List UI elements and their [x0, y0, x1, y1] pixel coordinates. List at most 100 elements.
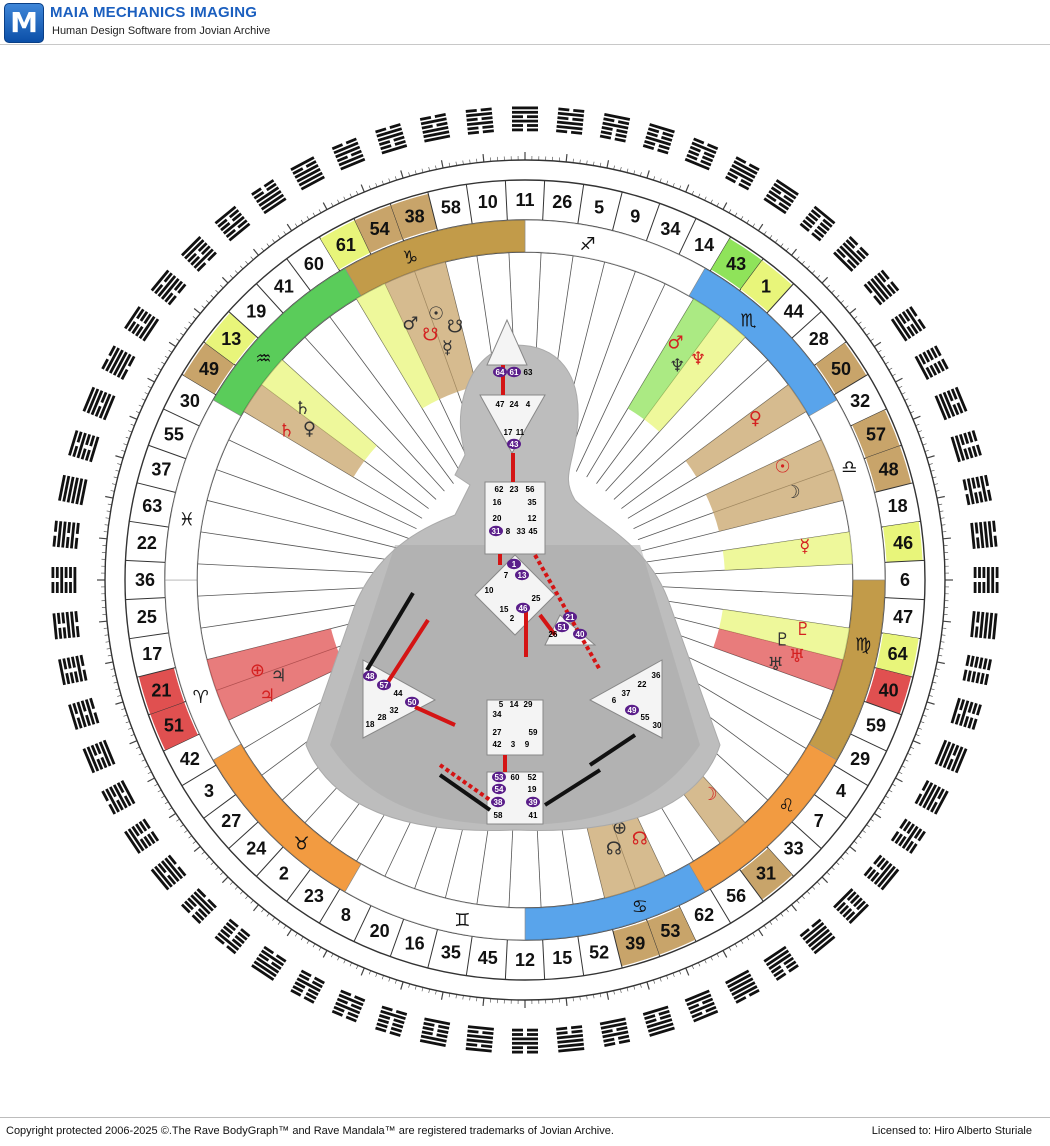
- gate-number: 34: [660, 219, 680, 239]
- bodygraph-gate-number: 21: [566, 613, 575, 622]
- tick-mark: [442, 992, 444, 1000]
- hexagram-icon: [891, 818, 926, 853]
- hexagram-icon: [375, 1006, 407, 1037]
- bodygraph-gate-number: 34: [493, 710, 502, 719]
- head-center: [487, 320, 527, 365]
- gate-number: 61: [336, 235, 356, 255]
- gate-divider: [390, 919, 403, 957]
- gate-divider: [129, 521, 169, 527]
- bodygraph-gate-number: 30: [653, 721, 662, 730]
- gate-number: 48: [879, 460, 899, 480]
- gate-divider: [505, 940, 507, 980]
- tick-mark: [607, 160, 609, 168]
- spoke-line: [645, 586, 853, 596]
- gate-number: 55: [164, 425, 184, 445]
- sagittarius-sign: ♐: [580, 234, 596, 255]
- gate-number: 63: [142, 496, 162, 516]
- gate-number: 9: [630, 206, 640, 226]
- gate-divider: [428, 929, 438, 968]
- bodygraph-gate-number: 61: [510, 368, 519, 377]
- bodygraph-gate-number: 4: [526, 400, 531, 409]
- gate-number: 17: [142, 644, 162, 664]
- gemini-sign: ♊: [454, 910, 470, 931]
- bodygraph-gate-number: 11: [516, 428, 525, 437]
- gate-number: 57: [866, 425, 886, 445]
- planet-symbol: ♀: [303, 419, 316, 440]
- gate-number: 28: [809, 329, 829, 349]
- hexagram-icon: [951, 698, 982, 730]
- bodygraph-gate-number: 8: [506, 527, 511, 536]
- gate-number: 62: [694, 905, 714, 925]
- bodygraph-gate-number: 38: [494, 798, 503, 807]
- hexagram-icon: [833, 888, 869, 924]
- gate-divider: [505, 180, 507, 220]
- hexagram-icon: [58, 475, 87, 505]
- cancer-sign: ♋: [632, 896, 648, 917]
- planet-symbol: ♅: [767, 654, 783, 675]
- hexagram-icon: [251, 946, 286, 981]
- bodygraph-gate-number: 46: [519, 604, 528, 613]
- hexagram-icon: [891, 306, 926, 341]
- tick-mark: [874, 342, 881, 346]
- gate-number: 46: [893, 533, 913, 553]
- tick-mark: [791, 249, 796, 255]
- hexagram-icon: [935, 740, 968, 774]
- hexagram-icon: [101, 780, 135, 815]
- bodygraph-gate-number: 32: [390, 706, 399, 715]
- gate-number: 33: [784, 839, 804, 859]
- tick-mark: [323, 950, 327, 957]
- bodygraph-gate-number: 39: [529, 798, 538, 807]
- planet-symbol: ☿: [442, 338, 453, 359]
- gate-number: 52: [589, 943, 609, 963]
- gate-number: 18: [888, 496, 908, 516]
- hexagram-icon: [915, 345, 949, 380]
- tick-mark: [943, 538, 951, 539]
- gate-number: 43: [726, 254, 746, 274]
- bodygraph-gate-number: 44: [394, 689, 403, 698]
- tick-mark: [647, 982, 649, 990]
- gate-number: 29: [850, 749, 870, 769]
- hexagram-icon: [974, 567, 999, 593]
- tick-mark: [148, 378, 155, 382]
- bodygraph-gate-number: 24: [510, 400, 519, 409]
- tick-mark: [323, 203, 327, 210]
- bodygraph-gate-number: 15: [500, 605, 509, 614]
- gate-number: 10: [478, 192, 498, 212]
- tick-mark: [130, 416, 137, 419]
- gate-number: 49: [199, 359, 219, 379]
- tick-mark: [115, 456, 123, 458]
- bodygraph-gate-number: 59: [529, 728, 538, 737]
- tick-mark: [148, 778, 155, 782]
- bodygraph-gate-number: 49: [628, 706, 637, 715]
- hexagram-icon: [643, 1006, 675, 1037]
- gate-number: 24: [246, 839, 266, 859]
- gate-divider: [646, 203, 659, 241]
- aries-sign: ♈: [193, 687, 209, 708]
- bodygraph-gate-number: 29: [524, 700, 533, 709]
- hexagram-icon: [556, 108, 584, 135]
- aquarius-sign: ♒: [255, 349, 271, 370]
- tick-mark: [850, 846, 856, 851]
- gate-number: 58: [441, 197, 461, 217]
- gate-divider: [125, 560, 165, 562]
- bodygraph-gate-number: 33: [517, 527, 526, 536]
- hexagram-icon: [864, 270, 900, 306]
- gate-divider: [148, 445, 186, 458]
- bodygraph-gate-number: 40: [576, 630, 585, 639]
- hexagram-icon: [68, 430, 99, 462]
- hexagram-icon: [556, 1025, 584, 1052]
- tick-mark: [822, 877, 828, 883]
- gate-divider: [354, 905, 371, 941]
- app-header: M MAIA MECHANICS IMAGING Human Design So…: [0, 0, 1050, 45]
- bodygraph-gate-number: 6: [612, 696, 617, 705]
- bodygraph-gate-number: 45: [529, 527, 538, 536]
- tick-mark: [927, 702, 935, 704]
- bodygraph-gate-number: 50: [408, 698, 417, 707]
- tick-mark: [130, 741, 137, 744]
- gate-number: 12: [515, 950, 535, 970]
- bodygraph-gate-number: 13: [518, 571, 527, 580]
- gate-number: 41: [274, 276, 294, 296]
- hexagram-icon: [53, 521, 80, 549]
- hexagram-icon: [864, 855, 900, 891]
- gate-divider: [612, 192, 622, 231]
